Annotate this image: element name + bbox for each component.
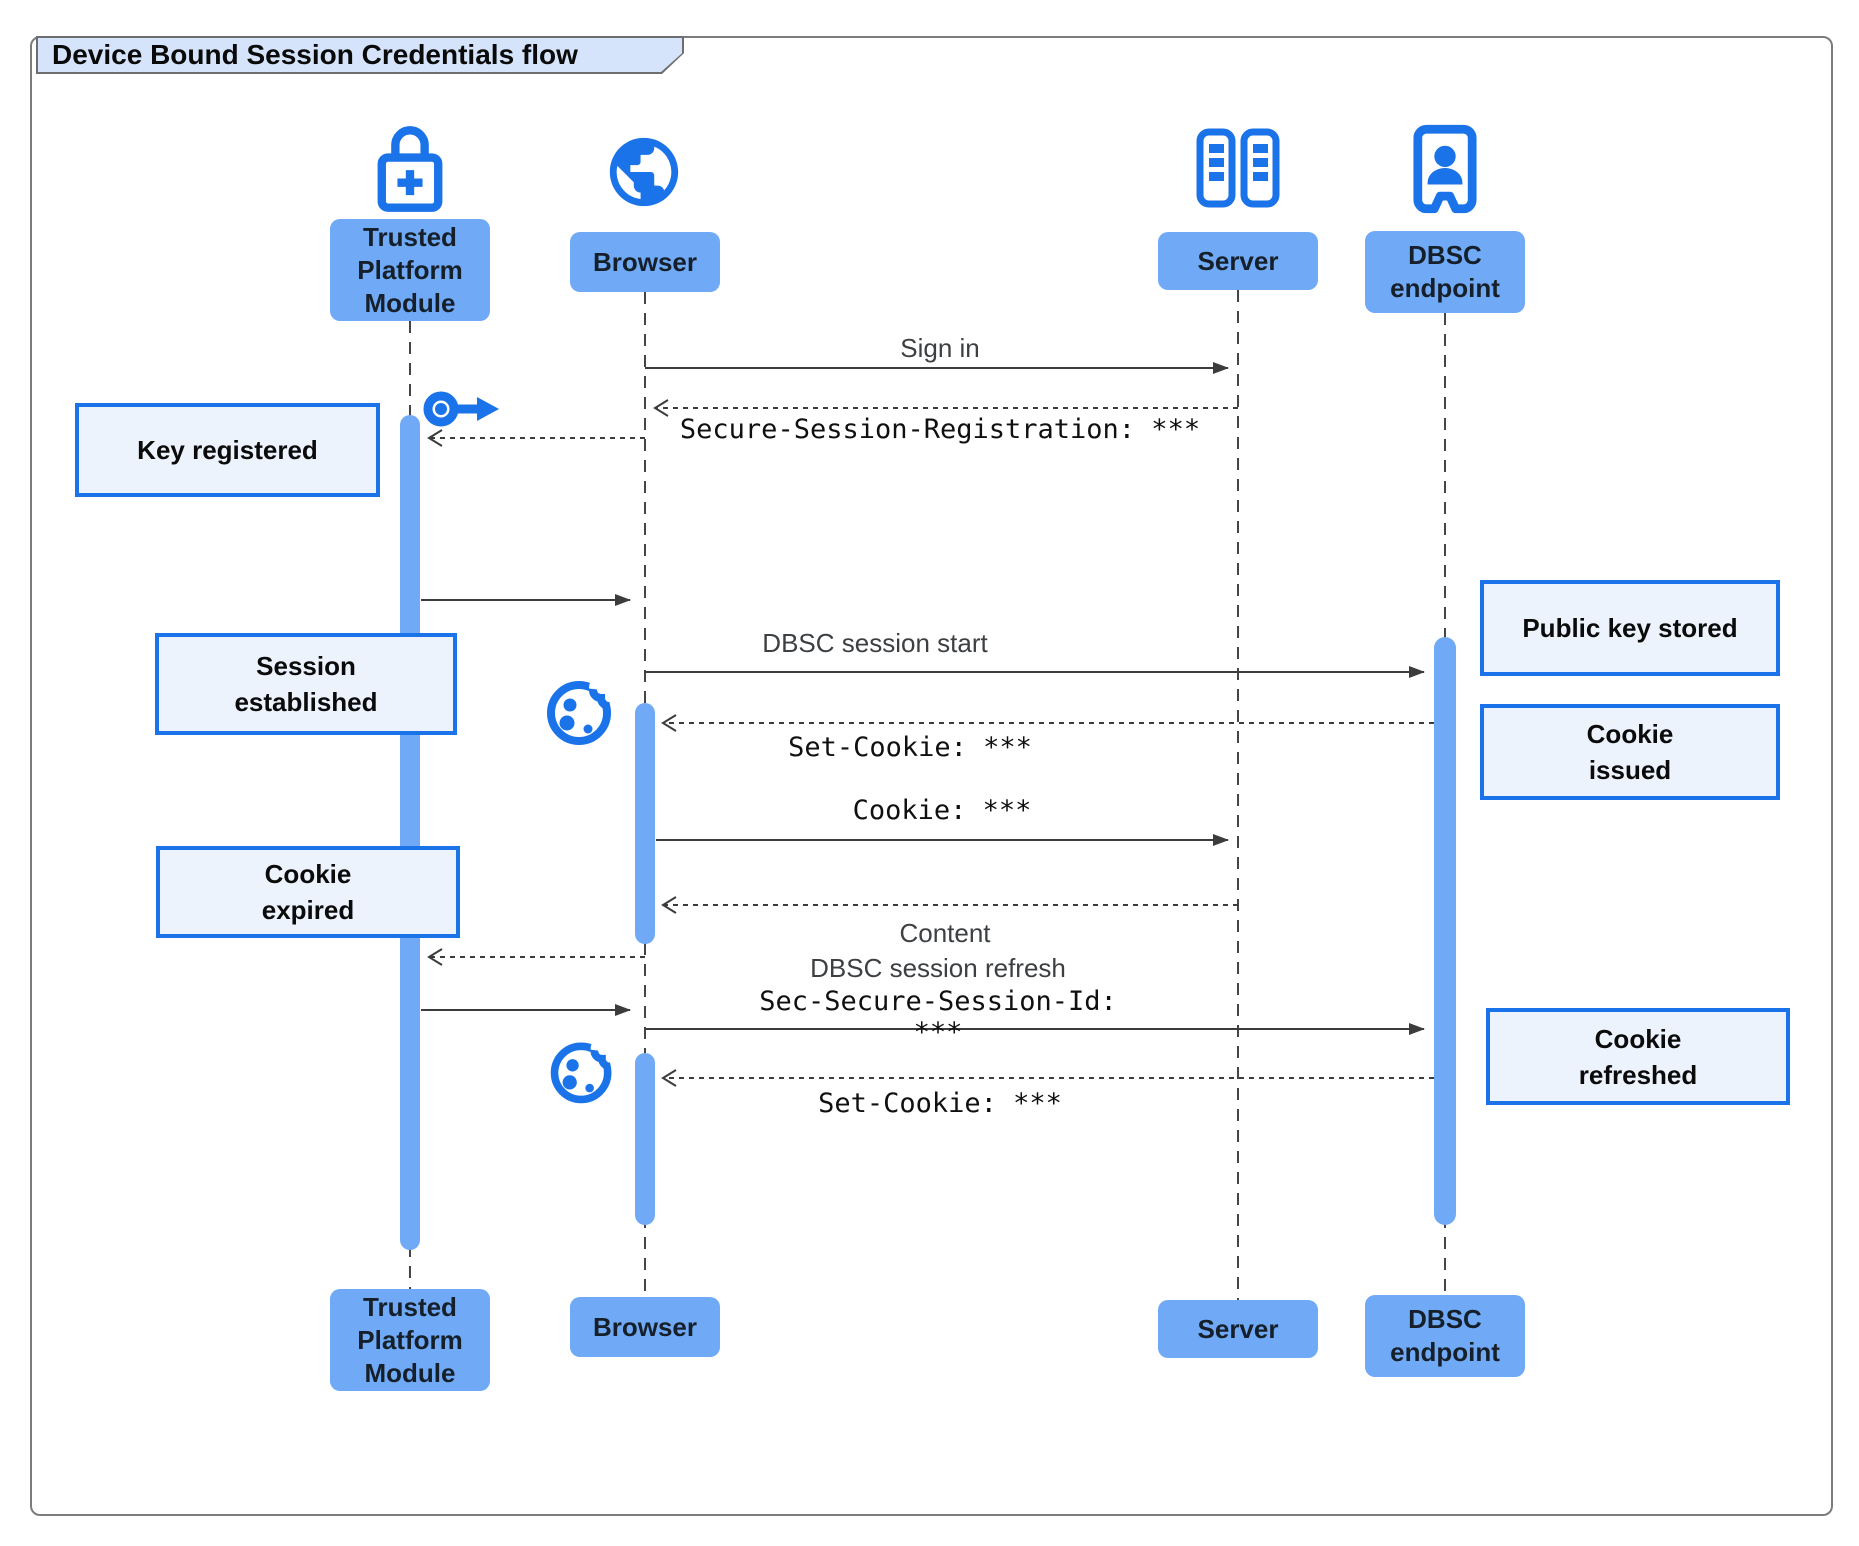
actor-dbsc-bottom: DBSC endpoint (1365, 1295, 1525, 1377)
note-cookie-expired: Cookie expired (156, 846, 460, 938)
cookie-icon (547, 673, 619, 745)
label-dbsc-session-refresh: DBSC session refresh (810, 953, 1066, 983)
actor-tpm-bottom: Trusted Platform Module (330, 1289, 490, 1391)
label-dbsc-session-start: DBSC session start (762, 628, 988, 658)
note-key-registered: Key registered (75, 403, 380, 497)
lock-plus-icon (377, 126, 443, 212)
actor-browser-top: Browser (570, 232, 720, 292)
label-sec-secure-session-id: Sec-Secure-Session-Id: *** (759, 986, 1117, 1048)
note-session-established: Session established (155, 633, 457, 735)
actor-server-top: Server (1158, 232, 1318, 290)
label-set-cookie-2: Set-Cookie: *** (818, 1088, 1062, 1119)
cookie-icon (550, 1034, 620, 1104)
actor-dbsc-top: DBSC endpoint (1365, 231, 1525, 313)
server-rack-icon (1196, 128, 1280, 208)
actor-tpm-top: Trusted Platform Module (330, 219, 490, 321)
diagram-title-tab: Device Bound Session Credentials flow (36, 36, 684, 74)
label-sign-in: Sign in (900, 333, 980, 363)
label-session-registration: Secure-Session-Registration: *** (679, 414, 1201, 445)
actor-browser-bottom: Browser (570, 1297, 720, 1357)
label-set-cookie-1: Set-Cookie: *** (788, 732, 1032, 763)
kiosk-person-icon (1413, 124, 1477, 214)
activation-bar-browser-1 (635, 703, 655, 944)
diagram-title: Device Bound Session Credentials flow (38, 38, 682, 72)
activation-bar-browser-2 (635, 1053, 655, 1225)
note-cookie-refreshed: Cookie refreshed (1486, 1008, 1790, 1105)
label-content: Content (899, 918, 991, 948)
activation-bar-dbsc (1434, 637, 1456, 1225)
key-icon (423, 391, 499, 427)
note-public-key-stored: Public key stored (1480, 580, 1780, 676)
globe-icon (609, 137, 679, 207)
actor-server-bottom: Server (1158, 1300, 1318, 1358)
label-cookie: Cookie: *** (852, 795, 1032, 826)
activation-bar-tpm (400, 415, 420, 1250)
diagram-frame (30, 36, 1833, 1516)
note-cookie-issued: Cookie issued (1480, 704, 1780, 800)
